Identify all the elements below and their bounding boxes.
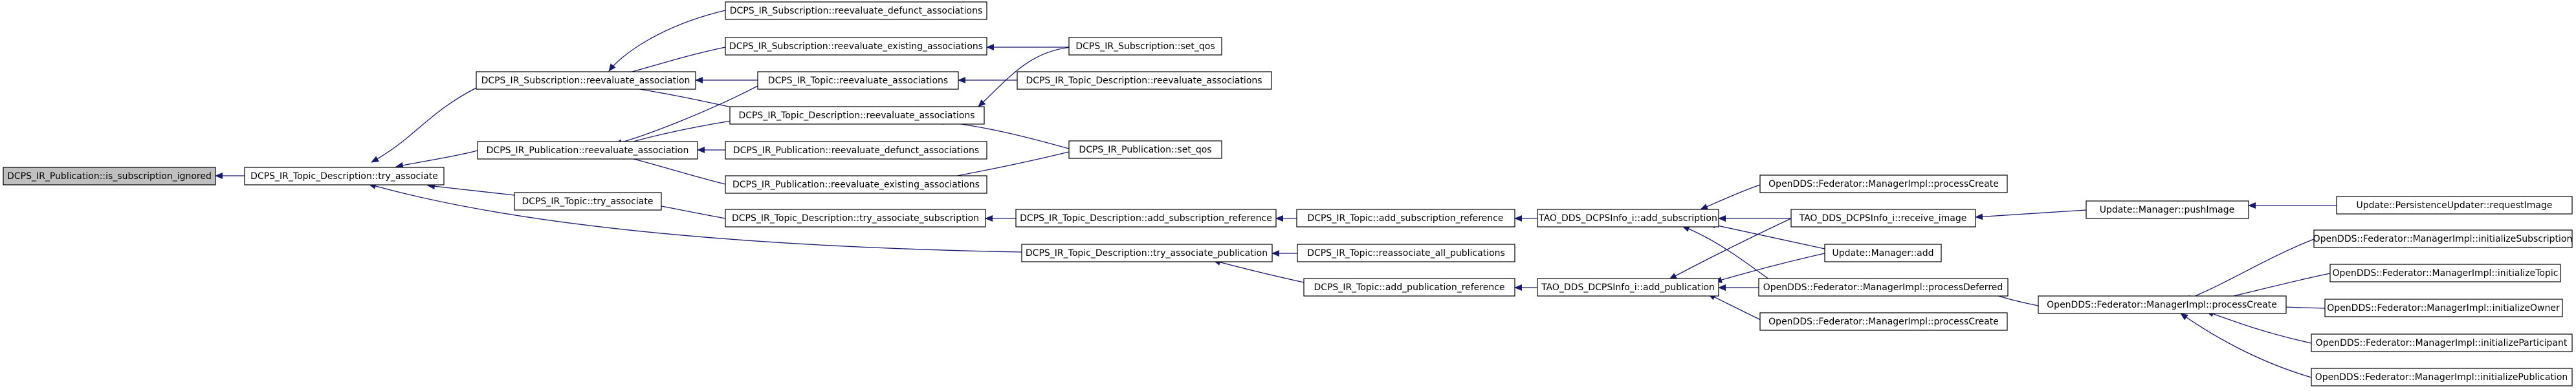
node-label: DCPS_IR_Publication::set_qos: [1079, 145, 1211, 155]
node-label: DCPS_IR_Topic_Description::try_associate…: [1026, 248, 1268, 259]
node-label: DCPS_IR_Topic::try_associate: [522, 196, 654, 207]
node-label: DCPS_IR_Subscription::reevaluate_existin…: [729, 41, 983, 52]
node-label: DCPS_IR_Subscription::reevaluate_associa…: [481, 76, 690, 86]
node-topic-reevaluate-associations[interactable]: DCPS_IR_Topic::reevaluate_associations: [757, 71, 959, 90]
node-topic-try-associate[interactable]: DCPS_IR_Topic::try_associate: [514, 192, 662, 211]
node-initialize-participant[interactable]: OpenDDS::Federator::ManagerImpl::initial…: [2311, 333, 2573, 352]
node-label: OpenDDS::Federator::ManagerImpl::initial…: [2333, 268, 2559, 279]
node-subscription-reevaluate-existing[interactable]: DCPS_IR_Subscription::reevaluate_existin…: [725, 37, 987, 56]
node-try-associate-subscription[interactable]: DCPS_IR_Topic_Description::try_associate…: [725, 209, 986, 227]
node-subscription-reevaluate-association[interactable]: DCPS_IR_Subscription::reevaluate_associa…: [476, 71, 696, 90]
node-subscription-reevaluate-defunct[interactable]: DCPS_IR_Subscription::reevaluate_defunct…: [725, 1, 987, 20]
edge-n4-n1: [427, 183, 515, 196]
node-topic-description-reevaluate-associations-2[interactable]: DCPS_IR_Topic_Description::reevaluate_as…: [1017, 71, 1272, 90]
node-persistence-updater-request-image[interactable]: Update::PersistenceUpdater::requestImage: [2336, 196, 2573, 215]
edge-n22-n20: [1700, 184, 1761, 210]
node-topic-add-publication-reference[interactable]: DCPS_IR_Topic::add_publication_reference: [1303, 278, 1515, 297]
node-add-subscription-reference[interactable]: DCPS_IR_Topic_Description::add_subscript…: [1015, 209, 1277, 227]
node-label: OpenDDS::Federator::ManagerImpl::process…: [1768, 317, 1999, 327]
node-label: Update::Manager::pushImage: [2100, 205, 2234, 215]
edge-n19-n5: [1213, 259, 1305, 283]
node-label: OpenDDS::Federator::ManagerImpl::initial…: [2315, 372, 2568, 383]
node-label: DCPS_IR_Publication::reevaluate_associat…: [487, 145, 689, 156]
node-topic-reassociate-all-publications[interactable]: DCPS_IR_Topic::reassociate_all_publicati…: [1297, 244, 1515, 262]
node-label: DCPS_IR_Topic::add_subscription_referenc…: [1308, 213, 1504, 224]
node-label: DCPS_IR_Topic_Description::try_associate…: [732, 213, 979, 224]
node-federator-process-create-a[interactable]: OpenDDS::Federator::ManagerImpl::process…: [1759, 174, 2008, 193]
node-update-manager-add[interactable]: Update::Manager::add: [1824, 244, 1942, 262]
node-federator-process-deferred[interactable]: OpenDDS::Federator::ManagerImpl::process…: [1758, 278, 2009, 297]
edge-n30-n28: [2183, 238, 2315, 301]
edge-n24-n20: [1708, 222, 1825, 249]
edge-n34-n28: [2180, 313, 2312, 378]
edge-n27-n23: [1975, 209, 2087, 220]
edge-n23-n21: [1669, 218, 1792, 280]
node-topic-description-try-associate[interactable]: DCPS_IR_Topic_Description::try_associate: [244, 167, 445, 185]
node-dcpsinfo-add-subscription[interactable]: TAO_DDS_DCPSInfo_i::add_subscription: [1537, 209, 1719, 227]
node-label: DCPS_IR_Topic_Description::add_subscript…: [1020, 213, 1272, 224]
node-label: OpenDDS::Federator::ManagerImpl::process…: [2047, 300, 2277, 310]
node-federator-process-create-b[interactable]: OpenDDS::Federator::ManagerImpl::process…: [1759, 312, 2008, 331]
node-initialize-owner[interactable]: OpenDDS::Federator::ManagerImpl::initial…: [2324, 299, 2563, 317]
node-label: TAO_DDS_DCPSInfo_i::add_subscription: [1538, 213, 1717, 224]
node-dcpsinfo-add-publication[interactable]: TAO_DDS_DCPSInfo_i::add_publication: [1537, 278, 1719, 297]
node-is-subscription-ignored[interactable]: DCPS_IR_Publication::is_subscription_ign…: [3, 167, 216, 185]
node-try-associate-publication[interactable]: DCPS_IR_Topic_Description::try_associate…: [1021, 244, 1273, 262]
node-label: DCPS_IR_Topic::reevaluate_associations: [768, 76, 948, 86]
node-update-manager-push-image[interactable]: Update::Manager::pushImage: [2086, 200, 2249, 219]
node-label: DCPS_IR_Topic_Description::try_associate: [250, 171, 438, 182]
node-label: TAO_DDS_DCPSInfo_i::receive_image: [1799, 213, 1967, 224]
edge-n25-n20: [1682, 226, 1772, 282]
node-label: DCPS_IR_Publication::is_subscription_ign…: [7, 171, 212, 182]
node-label: OpenDDS::Federator::ManagerImpl::process…: [1763, 282, 2003, 293]
edge-n2-n1: [371, 87, 477, 163]
node-label: DCPS_IR_Subscription::reevaluate_defunct…: [730, 6, 983, 16]
edge-n26-n21: [1708, 293, 1764, 322]
node-label: Update::Manager::add: [1832, 248, 1933, 259]
call-graph-nodes: DCPS_IR_Publication::is_subscription_ign…: [3, 1, 2573, 386]
node-initialize-publication[interactable]: OpenDDS::Federator::ManagerImpl::initial…: [2311, 368, 2573, 386]
node-label: DCPS_IR_Publication::reevaluate_defunct_…: [733, 145, 979, 156]
node-federator-process-create-c[interactable]: OpenDDS::Federator::ManagerImpl::process…: [2038, 295, 2287, 314]
edge-n24-n21: [1714, 253, 1825, 283]
node-label: DCPS_IR_Topic_Description::reevaluate_as…: [738, 111, 974, 121]
node-label: OpenDDS::Federator::ManagerImpl::initial…: [2313, 234, 2573, 244]
node-topic-description-reevaluate-associations[interactable]: DCPS_IR_Topic_Description::reevaluate_as…: [729, 106, 985, 125]
node-label: Update::PersistenceUpdater::requestImage: [2357, 200, 2553, 211]
node-label: OpenDDS::Federator::ManagerImpl::process…: [1768, 179, 1999, 189]
edge-n33-n28: [2206, 311, 2312, 344]
node-initialize-subscription[interactable]: OpenDDS::Federator::ManagerImpl::initial…: [2313, 229, 2573, 248]
edge-n8-n3: [614, 85, 758, 146]
node-publication-reevaluate-association[interactable]: DCPS_IR_Publication::reevaluate_associat…: [477, 141, 698, 160]
node-publication-set-qos[interactable]: DCPS_IR_Publication::set_qos: [1068, 140, 1222, 159]
edge-n11-n3: [617, 153, 726, 185]
node-label: OpenDDS::Federator::ManagerImpl::initial…: [2327, 303, 2560, 313]
node-label: DCPS_IR_Topic::add_publication_reference: [1314, 282, 1504, 293]
node-dcpsinfo-receive-image[interactable]: TAO_DDS_DCPSInfo_i::receive_image: [1790, 209, 1976, 227]
node-label: DCPS_IR_Topic::reassociate_all_publicati…: [1307, 248, 1505, 259]
node-initialize-topic[interactable]: OpenDDS::Federator::ManagerImpl::initial…: [2329, 264, 2561, 282]
node-label: DCPS_IR_Topic_Description::reevaluate_as…: [1026, 76, 1262, 86]
edge-n3-n1: [395, 150, 478, 169]
node-publication-reevaluate-existing[interactable]: DCPS_IR_Publication::reevaluate_existing…: [725, 175, 987, 194]
edge-n13-n9: [978, 47, 1072, 107]
node-publication-reevaluate-defunct[interactable]: DCPS_IR_Publication::reevaluate_defunct_…: [725, 141, 987, 160]
node-topic-add-subscription-reference[interactable]: DCPS_IR_Topic::add_subscription_referenc…: [1296, 209, 1515, 227]
node-label: DCPS_IR_Publication::reevaluate_existing…: [732, 180, 980, 190]
edge-n6-n2: [608, 10, 726, 72]
node-label: DCPS_IR_Subscription::set_qos: [1075, 41, 1215, 52]
node-label: OpenDDS::Federator::ManagerImpl::initial…: [2316, 338, 2568, 348]
node-label: TAO_DDS_DCPSInfo_i::add_publication: [1541, 282, 1715, 293]
node-subscription-set-qos[interactable]: DCPS_IR_Subscription::set_qos: [1068, 37, 1222, 56]
edge-n5-n1: [368, 183, 1022, 253]
